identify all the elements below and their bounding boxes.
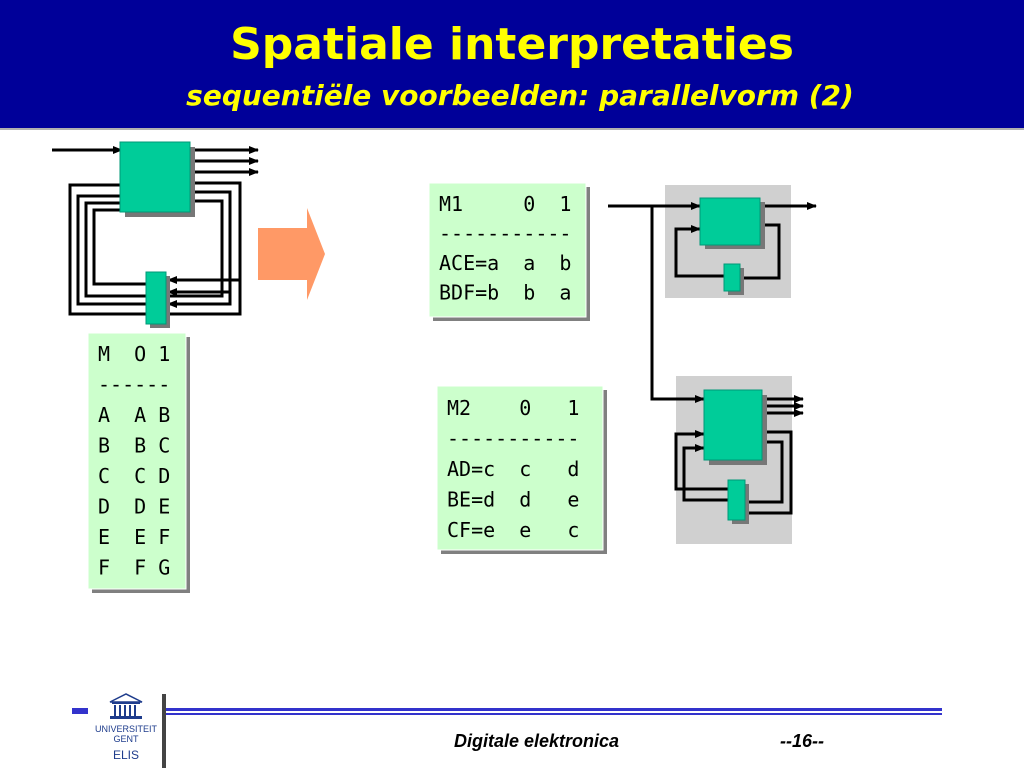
slide-title: Spatiale interpretaties xyxy=(230,19,794,70)
input-branch-wire xyxy=(650,206,705,403)
logo-line-2: GENT xyxy=(113,734,139,744)
m2-register xyxy=(727,479,746,521)
m2-table-row: ----------- xyxy=(447,427,579,451)
m-table-row: C C D xyxy=(98,464,170,488)
m1-table-row: M1 0 1 xyxy=(439,192,571,216)
m-table-row: A A B xyxy=(98,403,170,427)
m1-register xyxy=(723,263,741,292)
feedback-loop-4 xyxy=(92,208,148,286)
m1-table-row: ----------- xyxy=(439,222,571,246)
m2-table-row: M2 0 1 xyxy=(447,396,579,420)
m-table-row: M O 1 xyxy=(98,342,170,366)
register-inputs xyxy=(167,276,240,308)
parallel-wiring xyxy=(608,202,817,515)
footer-rule xyxy=(72,694,942,768)
combinational-logic-block xyxy=(119,141,191,213)
m2-feedback-2 xyxy=(746,440,784,504)
arrow-right-icon xyxy=(258,208,325,300)
footer-page-number: --16-- xyxy=(780,731,824,751)
m1-feedback-in xyxy=(674,225,724,278)
university-logo-icon: UNIVERSITEIT GENT ELIS xyxy=(88,692,164,768)
m2-logic-block xyxy=(703,389,763,461)
m2-feedback-1 xyxy=(746,430,793,515)
title-bar xyxy=(0,0,1024,128)
m-table-row: F F G xyxy=(98,556,170,580)
m1-table-row: ACE=a a b xyxy=(439,251,571,275)
m-table-row: ------ xyxy=(98,373,170,397)
footer-course: Digitale elektronica xyxy=(454,731,620,751)
m2-table-row: BE=d d e xyxy=(447,488,579,512)
m-table-row: B B C xyxy=(98,434,170,458)
state-table-m xyxy=(87,332,190,593)
logo-line-3: ELIS xyxy=(112,748,139,762)
state-table-m2 xyxy=(436,385,607,554)
m-table-row: E E F xyxy=(98,525,170,549)
state-table-m1 xyxy=(428,182,590,321)
m2-feedback-3 xyxy=(674,430,728,491)
m2-table-row: AD=c c d xyxy=(447,457,579,481)
m1-feedback-out xyxy=(741,223,781,280)
m2-feedback-4 xyxy=(682,444,728,502)
m-table-row: D D E xyxy=(98,495,170,519)
slide-subtitle: sequentiële voorbeelden: parallelvorm (2… xyxy=(186,79,854,112)
state-register xyxy=(145,271,167,325)
m1-logic-block xyxy=(699,197,761,246)
m2-table-row: CF=e e c xyxy=(447,518,579,542)
logo-line-1: UNIVERSITEIT xyxy=(94,724,157,734)
title-bar-rule xyxy=(0,128,1024,130)
m1-table-row: BDF=b b a xyxy=(439,281,571,305)
